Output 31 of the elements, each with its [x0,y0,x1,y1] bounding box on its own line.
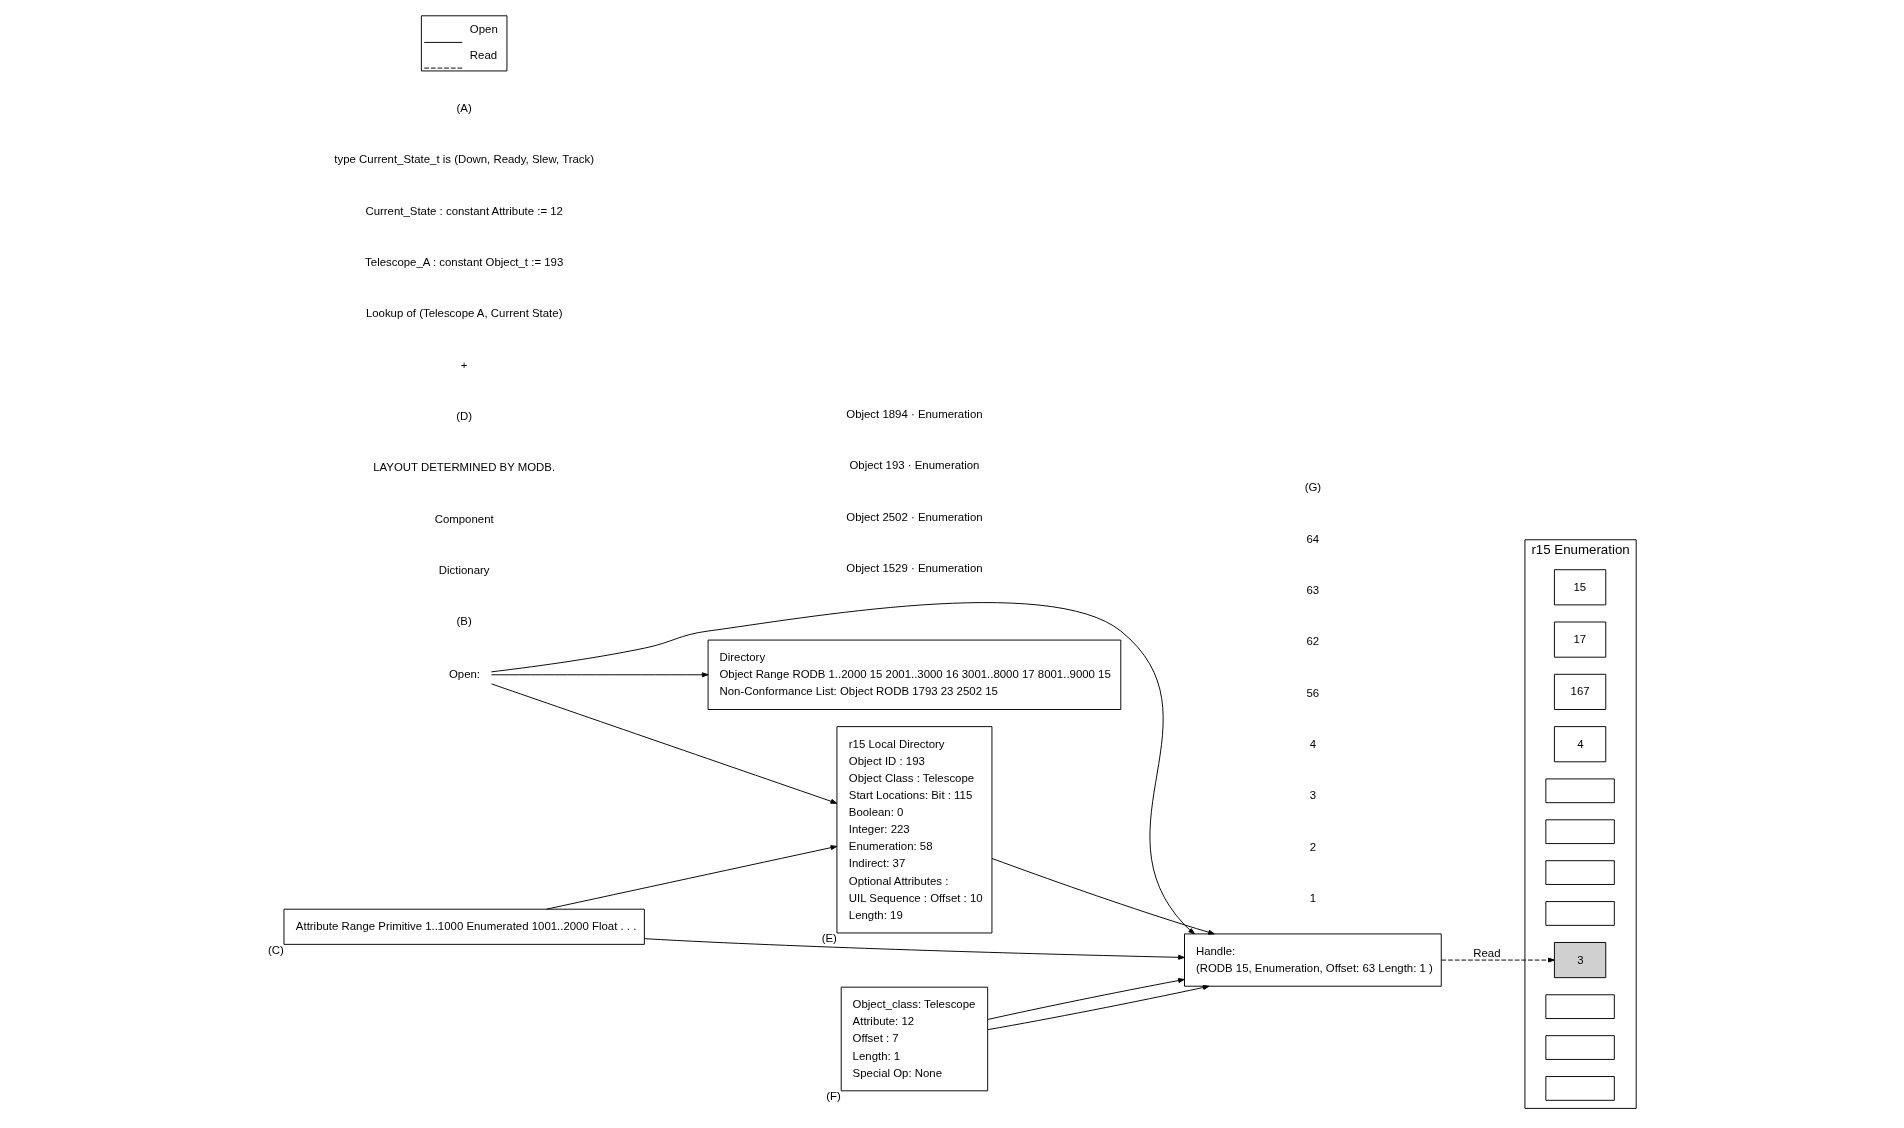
label: + [460,358,468,371]
label: 2 [1309,840,1317,853]
label: Object 1529 · Enumeration [846,562,983,575]
label: Object 1894 · Enumeration [846,408,983,421]
label: Telescope_A : constant Object_t := 193 [365,255,564,268]
legend-label: Read [469,49,498,62]
label: Object 193 · Enumeration [849,459,980,472]
label: 1 [1309,892,1317,905]
legend-label: Open [469,23,498,36]
label: Object 2502 · Enumeration [846,510,983,523]
label: 56 [1306,686,1320,699]
node-label: (E) [821,932,837,945]
label: 62 [1306,635,1320,648]
node-label: (F) [826,1089,841,1102]
node-text: Open: [448,668,481,681]
label: LAYOUT DETERMINED BY MODB. [373,461,556,474]
node-label: (C) [267,943,284,956]
label: Lookup of (Telescope A, Current State) [365,307,563,320]
label: 3 [1309,789,1317,802]
label: Component [434,512,494,525]
label: 4 [1309,738,1317,751]
label: type Current_State_t is (Down, Ready, Slew, Track) [334,153,595,166]
label: (A) [456,101,472,114]
label: 63 [1306,584,1320,597]
label: Dictionary [438,564,490,577]
label: (D) [456,410,473,423]
label: Current_State : constant Attribute := 12 [365,204,563,217]
label: (B) [456,615,472,628]
label: (G) [1304,481,1322,494]
edge-label: Read [1473,946,1501,959]
label: 64 [1306,532,1320,545]
